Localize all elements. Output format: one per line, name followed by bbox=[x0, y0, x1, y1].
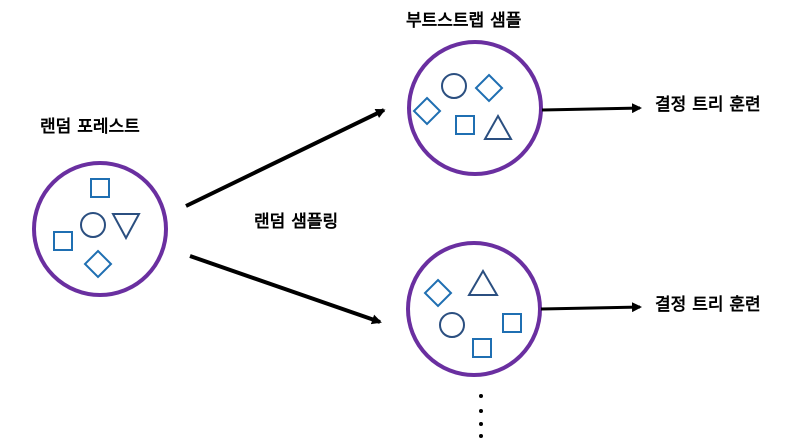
dot bbox=[479, 394, 483, 398]
continuation-dots bbox=[479, 394, 483, 438]
dot bbox=[479, 409, 483, 413]
random-sampling-label: 랜덤 샘플링 bbox=[254, 212, 339, 232]
arrow-to-train-top bbox=[541, 103, 642, 114]
bootstrap-sample-circle bbox=[406, 241, 542, 377]
triangle-up-shape bbox=[483, 113, 513, 140]
arrow-to-top-sample bbox=[185, 108, 386, 208]
square-shape bbox=[472, 338, 492, 358]
bootstrap-sample-top bbox=[407, 40, 543, 176]
arrow-to-train-bottom bbox=[540, 302, 642, 313]
dot bbox=[479, 434, 483, 438]
square-shape bbox=[90, 178, 110, 198]
diamond-shape bbox=[474, 73, 504, 103]
square-shape bbox=[502, 313, 522, 333]
dot bbox=[479, 422, 483, 426]
diamond-shape bbox=[83, 249, 113, 279]
random-forest-label: 랜덤 포레스트 bbox=[40, 117, 140, 137]
circle-shape bbox=[80, 212, 106, 238]
train-tree-label-top: 결정 트리 훈련 bbox=[655, 95, 761, 115]
circle-shape bbox=[441, 73, 467, 99]
bootstrap-sample-bottom bbox=[406, 241, 542, 377]
train-tree-label-bottom: 결정 트리 훈련 bbox=[655, 295, 761, 315]
diamond-shape bbox=[412, 96, 442, 126]
random-forest-circle bbox=[32, 161, 168, 297]
triangle-down-shape bbox=[111, 213, 141, 241]
random-forest-dataset bbox=[32, 161, 168, 297]
diamond-shape bbox=[423, 278, 453, 308]
square-shape bbox=[53, 231, 73, 251]
triangle-up-shape bbox=[467, 269, 499, 296]
arrow-to-bottom-sample bbox=[189, 254, 382, 325]
circle-shape bbox=[439, 312, 465, 338]
bootstrap-sample-circle bbox=[407, 40, 543, 176]
bootstrap-sample-label: 부트스트랩 샘플 bbox=[406, 11, 522, 31]
square-shape bbox=[455, 115, 475, 135]
